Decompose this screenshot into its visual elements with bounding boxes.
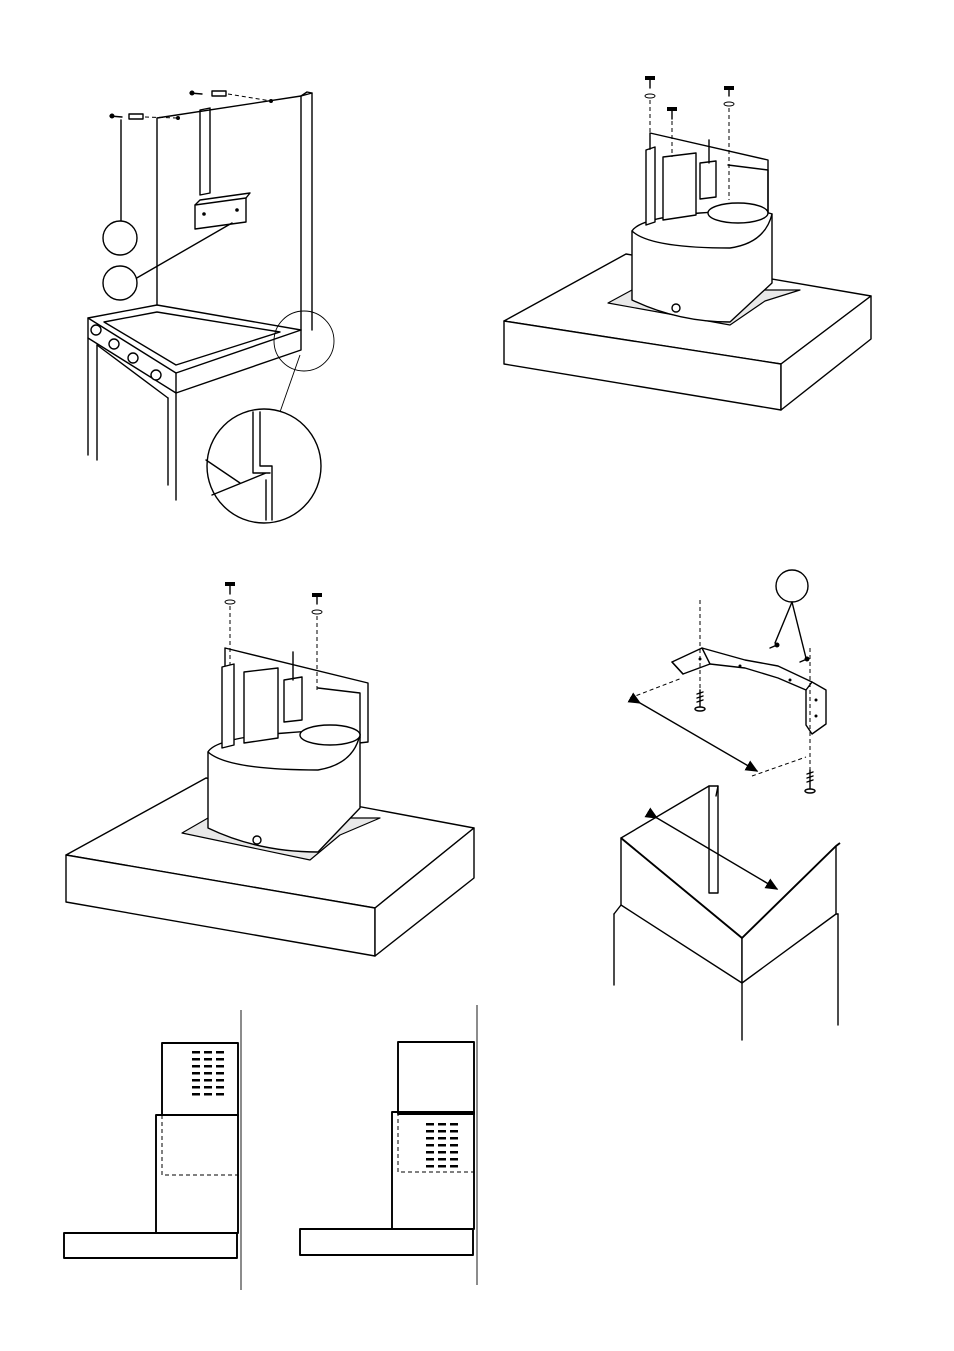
figure-chimney-sleeve xyxy=(614,786,840,1040)
vent-slots-icon xyxy=(426,1123,458,1168)
wall-plug-icon xyxy=(212,91,226,96)
upper-chimney xyxy=(398,1042,474,1114)
wall-plug-icon xyxy=(129,114,143,119)
capacitor-box xyxy=(244,668,278,743)
terminal-block xyxy=(284,677,302,722)
callout-circle-2 xyxy=(103,266,137,300)
detail-circle xyxy=(274,311,334,371)
hood-body xyxy=(64,1233,237,1258)
capacitor-box xyxy=(663,153,696,220)
screw-icon xyxy=(667,107,677,119)
terminal-block xyxy=(700,161,716,199)
electronics-box xyxy=(646,147,655,225)
width-dimension-arrow xyxy=(640,703,757,771)
vent-slots-icon xyxy=(192,1051,224,1096)
screw-icon xyxy=(190,91,203,96)
screw-icon xyxy=(724,86,734,106)
screw-icon xyxy=(225,582,235,604)
hood-body xyxy=(300,1229,473,1255)
lower-chimney xyxy=(156,1115,238,1233)
screw-icon xyxy=(800,657,810,663)
screw-icon xyxy=(645,76,655,98)
callout-circle-1 xyxy=(103,221,137,255)
screw-icon xyxy=(110,114,123,119)
lower-chimney xyxy=(392,1112,474,1229)
cooker-knob xyxy=(109,339,119,349)
figure-vent-lower xyxy=(300,1005,477,1285)
figure-motor-box-mid-left xyxy=(66,582,474,956)
cooker-knob xyxy=(128,353,138,363)
figure-vent-upper xyxy=(64,1010,241,1290)
cooker-knob xyxy=(151,370,161,380)
electronics-box xyxy=(222,664,234,748)
long-screw-icon xyxy=(805,770,815,793)
cooker-knob xyxy=(91,325,101,335)
figure-motor-box-top-right xyxy=(504,76,871,410)
figure-chimney-bracket xyxy=(630,570,826,793)
vertical-slot xyxy=(200,108,210,195)
screw-icon xyxy=(312,593,322,614)
callout-circle-3 xyxy=(776,570,808,602)
figure-backsplash-mounting xyxy=(88,91,334,524)
long-screw-icon xyxy=(695,690,705,711)
